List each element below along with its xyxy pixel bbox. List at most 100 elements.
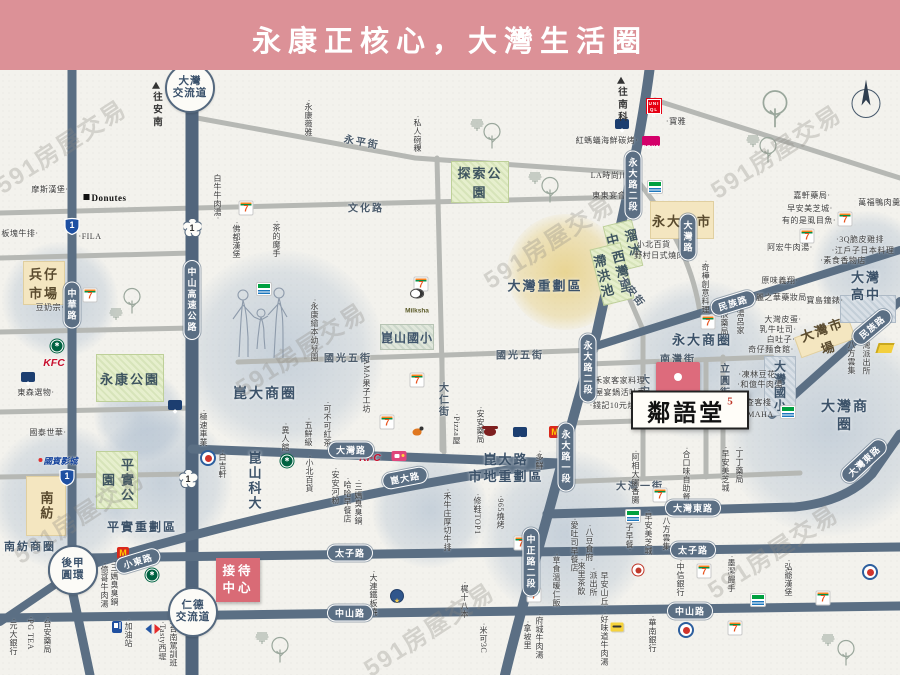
poi-label: ·中信銀行	[676, 559, 685, 597]
property-name: 鄰語堂	[647, 400, 726, 425]
road-name-pill: 中山高速公路	[183, 260, 201, 340]
familymart-icon	[647, 180, 663, 194]
poi-label: ·PG TEA	[26, 616, 35, 650]
poi-label: ·梶十八本	[460, 581, 469, 619]
seven-eleven-icon	[696, 563, 712, 579]
poi-label: ·茶的魔手	[272, 220, 281, 258]
poi-label: ·3Q脆皮雞排	[836, 235, 884, 244]
page-header: 永康正核心，大灣生活圈	[0, 0, 900, 70]
poi-label: ·屋宴鍋活吐司	[591, 388, 647, 397]
page-title: 永康正核心，大灣生活圈	[251, 26, 648, 58]
poi-label: ·私人碗粿	[413, 115, 422, 153]
poi-label: ·三媽臭臭鍋	[354, 479, 363, 525]
icon-text: 國賓影城	[43, 456, 78, 466]
street-name-label: 大仁街	[436, 382, 448, 418]
poi-label: ·寶雅	[665, 117, 687, 126]
road-name-pill: 崑大路	[380, 465, 430, 491]
poi-label: ·Pizza屋	[452, 413, 461, 445]
poi-label: ·素食香物店	[820, 256, 866, 265]
poi-label: 麗之華藥妝局·	[755, 293, 811, 302]
market-area: 南紡	[26, 476, 66, 536]
shrub-icon	[527, 171, 543, 189]
direction-marker: 往南科	[614, 76, 628, 130]
seven-eleven-icon	[409, 372, 425, 388]
starbucks-icon	[281, 455, 293, 467]
poi-label: ·丁丁藥局	[735, 446, 744, 484]
steakhouse-logo	[482, 426, 498, 436]
poi-label: ·湯呂家	[736, 305, 745, 335]
poi-label: ·修鞋TOP1	[473, 493, 482, 535]
bank-logo	[168, 400, 182, 410]
freeway-shield: 1	[179, 470, 198, 488]
tree-icon	[759, 88, 791, 136]
property-name-superscript: 5	[727, 395, 733, 408]
poi-label: ·錢記10元燒烤	[589, 401, 645, 410]
icon-text: Milksha	[405, 307, 429, 315]
poi-label: 原味義翔·	[761, 276, 799, 285]
district-circle	[180, 250, 384, 454]
interchange-label: 後甲 圓環	[48, 545, 98, 595]
poi-label: ·多鮮	[535, 449, 544, 471]
poi-label: ·大台南駕訓班	[169, 612, 178, 668]
carrefour-icon	[145, 623, 161, 635]
shrub-icon	[745, 134, 761, 152]
poi-label: ·八方雲集	[662, 513, 671, 551]
park-area: 永康公園	[96, 354, 164, 402]
poi-label: ·野村日式燒肉	[630, 251, 686, 260]
poi-label: ·華南銀行	[648, 615, 657, 653]
poi-label: ·拿坡里	[523, 620, 532, 650]
map-label: 崑大商圈	[233, 386, 297, 402]
street-name-label: 大灣一街	[616, 481, 664, 493]
tree-icon	[269, 636, 291, 669]
road-name-pill: 中山路	[326, 604, 374, 622]
bank-logo	[615, 119, 629, 129]
poi-label: ·億哥牛肉湯	[100, 562, 109, 608]
poi-label: ·草食溫暖仁飯	[552, 552, 561, 608]
poi-label: 板塊牛排·	[1, 229, 39, 238]
seven-eleven-icon	[379, 414, 395, 430]
bank-logo	[21, 372, 35, 382]
poi-label: 東森選物·	[17, 388, 55, 397]
road-name-pill: 永大路一段	[557, 422, 575, 492]
road-name-pill: 中山路	[666, 602, 714, 620]
street-name-label: 立圓街	[717, 363, 729, 399]
poi-label: 摩斯漢堡·	[31, 185, 69, 194]
poi-label: 太子早餐·	[625, 514, 634, 552]
interchange-label: 大灣 交流道	[165, 63, 215, 113]
poi-label: 奇仔麵食館·	[748, 345, 794, 354]
poi-label: ·異人館	[281, 422, 290, 452]
seven-eleven-icon	[837, 211, 853, 227]
poi-label: ·八豆食府	[585, 524, 594, 562]
poi-label: ·加油站	[124, 618, 133, 648]
compass-icon	[846, 78, 886, 129]
seven-eleven-icon	[815, 590, 831, 606]
poi-label: ·安安藥局	[476, 406, 485, 444]
poi-label: 寶島鐘錶·	[806, 296, 844, 305]
tree-icon	[121, 287, 143, 320]
poi-label: ·哈哈早餐店	[343, 477, 352, 523]
poi-label: ·阿相大腸香腸	[631, 449, 640, 505]
direction-marker: 往安南	[149, 81, 163, 135]
map-label: 大灣重劃區	[507, 278, 583, 294]
poi-label: ·禾家客家料理	[590, 376, 646, 385]
shrub-icon	[254, 631, 270, 649]
poi-label: ·永康薇雅	[304, 99, 313, 137]
poi-label: ·安安河粉	[331, 467, 340, 505]
kfc-logo: KFC	[359, 448, 381, 466]
poi-label: ·墨潔饅手	[727, 555, 736, 593]
tree-icon	[481, 122, 503, 155]
shop-logo-yellow	[610, 622, 624, 632]
icon-text: POYA	[642, 145, 660, 151]
seven-eleven-icon	[727, 620, 743, 636]
poi-label: ·五鮮級	[304, 417, 313, 447]
poi-label: 紅螞蟻海鮮碳烤·	[575, 136, 639, 145]
map-label: 大灣高中	[850, 270, 881, 302]
road-name-pill: 大灣路	[679, 213, 697, 261]
poi-label: AMA果子工坊	[362, 358, 371, 414]
starbucks-icon	[51, 340, 63, 352]
road-name-pill: 太子路	[326, 544, 374, 562]
icon-text: UNIQLO	[647, 99, 661, 118]
poi-label: ·YAMAHA	[732, 410, 774, 419]
